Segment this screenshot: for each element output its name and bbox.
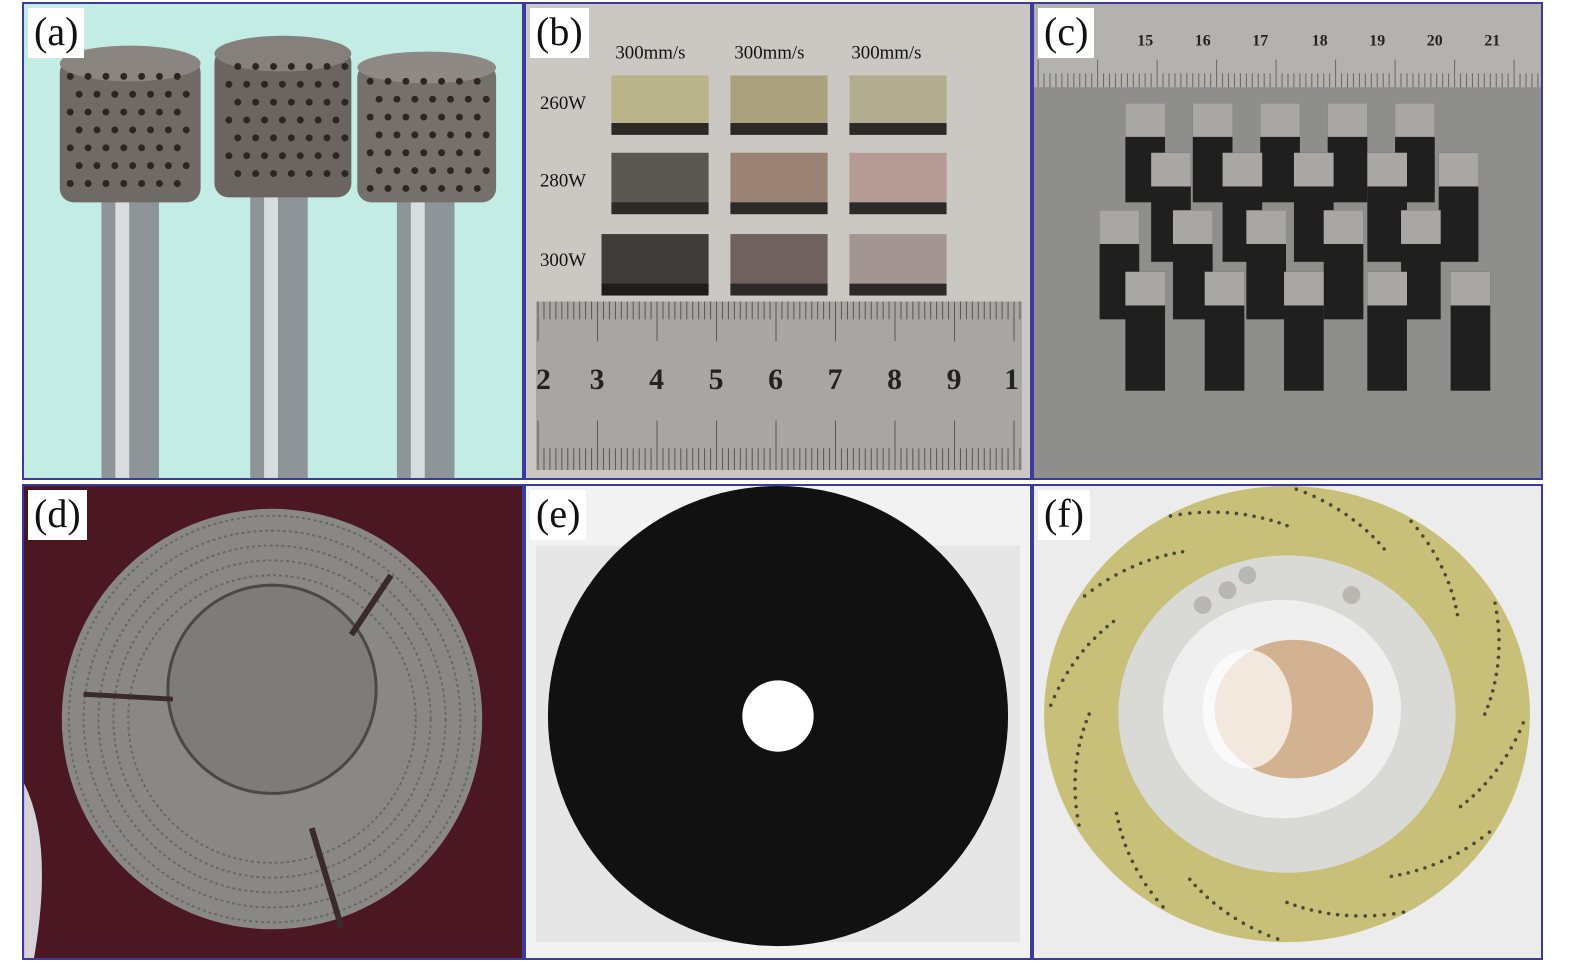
- ruler-number: 5: [709, 363, 724, 396]
- panel-a-photo: [24, 4, 522, 478]
- panel-e: (e): [524, 484, 1032, 960]
- shank-2: [250, 162, 308, 478]
- column-sample: [1401, 210, 1441, 320]
- shank-3: [396, 172, 455, 478]
- ruler-number: 6: [768, 363, 783, 396]
- grinding-head-1: [59, 45, 201, 203]
- column-sample: [1246, 210, 1287, 320]
- column-sample: [1450, 271, 1491, 391]
- ring-core: [166, 583, 378, 795]
- column-sample: [1323, 210, 1364, 320]
- speed-label-3: 300mm/s: [851, 43, 921, 64]
- ruler: 2 3 4 5 6 7 8 9 1: [536, 301, 1022, 471]
- column-sample: [1260, 103, 1300, 203]
- panel-f: (f): [1032, 484, 1543, 960]
- ruler-number: 20: [1427, 33, 1443, 50]
- panel-c: 15 16 17 18 19 20 21 (c): [1032, 2, 1543, 480]
- segmented-ring: [61, 508, 483, 930]
- ruler-number: 18: [1312, 33, 1328, 50]
- panel-d: (d): [22, 484, 524, 960]
- column-sample: [1204, 271, 1245, 391]
- column-sample: [1125, 271, 1166, 391]
- column-sample: [1438, 152, 1479, 262]
- column-sample: [1327, 103, 1368, 203]
- grinding-head-3: [357, 51, 497, 203]
- ruler-number: 8: [887, 363, 902, 396]
- power-label-3: 300W: [540, 250, 586, 271]
- panel-label: (d): [28, 490, 87, 540]
- ruler-number: 9: [947, 363, 962, 396]
- panel-label: (e): [530, 490, 587, 540]
- panel-e-photo: [526, 486, 1030, 958]
- sample-blocks: [601, 75, 947, 296]
- center-hole: [742, 680, 814, 752]
- panel-label: (a): [28, 8, 85, 58]
- panel-c-photo: 15 16 17 18 19 20 21: [1034, 4, 1541, 478]
- grinding-wheel: [1044, 486, 1530, 943]
- column-sample: [1367, 271, 1407, 391]
- ruler-number: 7: [828, 363, 843, 396]
- shank-1: [101, 172, 159, 478]
- ruler-number: 16: [1195, 33, 1211, 50]
- ruler-number: 2: [536, 363, 551, 396]
- ruler-number: 21: [1484, 33, 1500, 50]
- column-samples: [1099, 103, 1491, 391]
- panel-d-photo: [24, 486, 522, 958]
- power-label-1: 260W: [540, 93, 586, 114]
- column-sample: [1099, 210, 1140, 320]
- panel-b: 300mm/s 300mm/s 300mm/s 260W 280W 300W 2…: [524, 2, 1032, 480]
- speed-label-2: 300mm/s: [734, 43, 804, 64]
- ruler-number: 17: [1252, 33, 1268, 50]
- ruler-number: 1: [1004, 363, 1019, 396]
- panel-label: (b): [530, 8, 589, 58]
- ruler-number: 19: [1369, 33, 1385, 50]
- column-sample: [1284, 271, 1324, 391]
- panel-f-photo: [1034, 486, 1541, 958]
- speed-label-1: 300mm/s: [615, 43, 685, 64]
- ruler-number: 4: [649, 363, 664, 396]
- ruler-number: 15: [1137, 33, 1153, 50]
- power-label-2: 280W: [540, 170, 586, 191]
- column-sample: [1367, 152, 1407, 262]
- panel-label: (c): [1038, 8, 1095, 58]
- ruler-number: 3: [590, 363, 605, 396]
- panel-a: (a): [22, 2, 524, 480]
- panel-b-photo: 300mm/s 300mm/s 300mm/s 260W 280W 300W 2…: [526, 4, 1030, 478]
- panel-label: (f): [1038, 490, 1090, 540]
